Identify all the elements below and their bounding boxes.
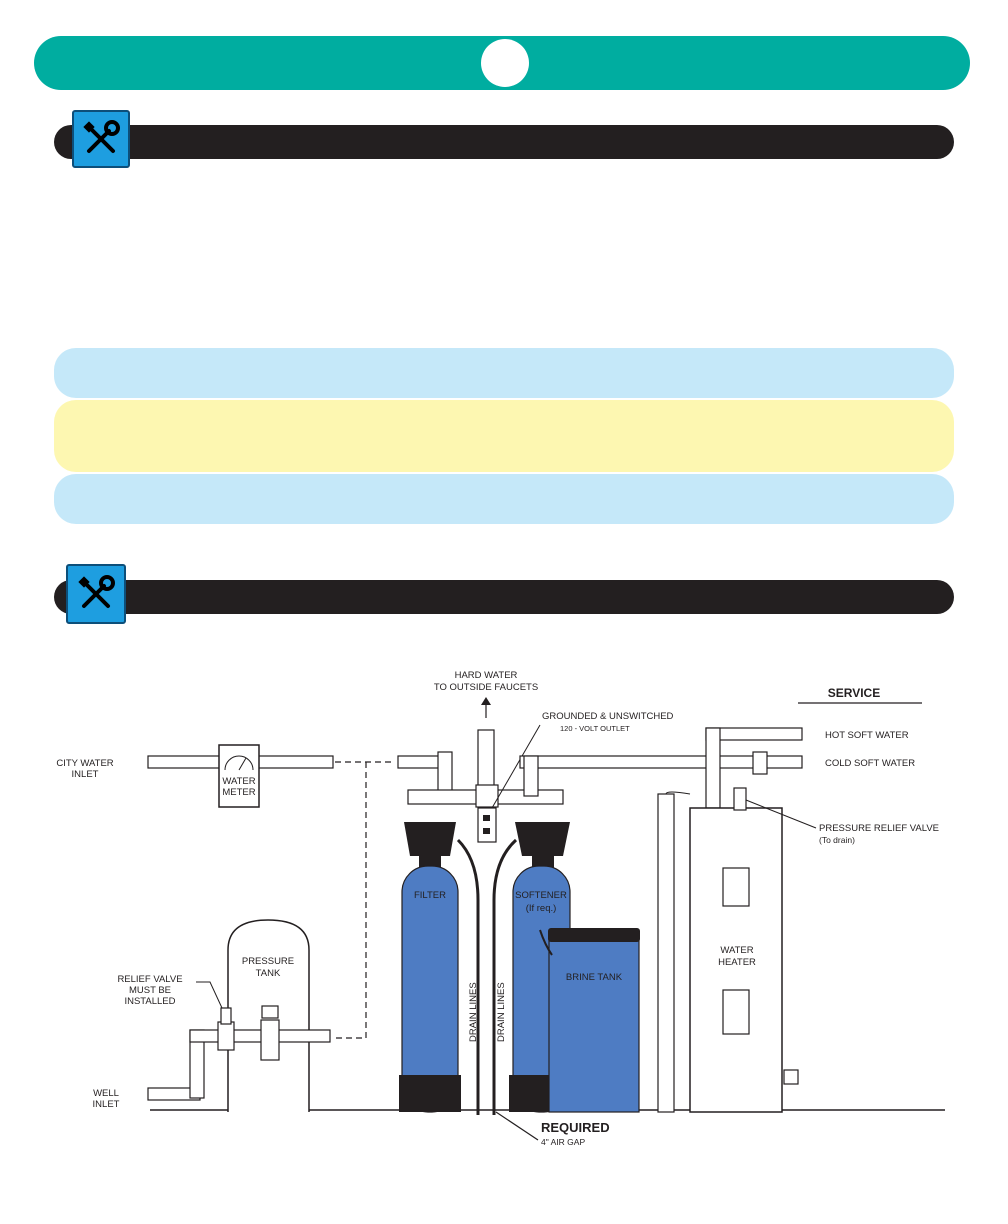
meter-label-1: WATER xyxy=(222,776,255,787)
outlet-label-2: 120 - VOLT OUTLET xyxy=(560,724,630,733)
hot-soft-water-label: HOT SOFT WATER xyxy=(825,730,909,741)
page-number-badge xyxy=(481,39,529,87)
relief-valve-label-2: (To drain) xyxy=(819,835,855,845)
air-gap-label: 4" AIR GAP xyxy=(541,1137,585,1147)
tools-icon xyxy=(66,564,126,624)
installation-diagram: WATER METER CITY WATER INLET HARD WATER … xyxy=(56,670,945,1147)
brine-tank-label: BRINE TANK xyxy=(566,972,623,983)
water-heater-label-2: HEATER xyxy=(718,957,756,968)
well-relief-label-3: INSTALLED xyxy=(124,996,175,1007)
hard-water-label-2: TO OUTSIDE FAUCETS xyxy=(434,682,538,693)
pressure-tank-label-1: PRESSURE xyxy=(242,956,294,967)
city-inlet-label-1: CITY WATER xyxy=(56,758,113,769)
drain-lines-label-1: DRAIN LINES xyxy=(468,982,479,1042)
tools-icon xyxy=(72,110,130,168)
softener-label-1: SOFTENER xyxy=(515,890,567,901)
well-relief-label-2: MUST BE xyxy=(129,985,171,996)
hard-water-label-1: HARD WATER xyxy=(455,670,518,681)
well-inlet-label-2: INLET xyxy=(93,1099,120,1110)
info-box-2 xyxy=(54,474,954,524)
outlet-label-1: GROUNDED & UNSWITCHED xyxy=(542,711,674,722)
drain-lines-label-2: DRAIN LINES xyxy=(496,982,507,1042)
softener-label-2: (If req.) xyxy=(526,903,557,914)
city-inlet-label-2: INLET xyxy=(72,769,99,780)
pressure-tank-label-2: TANK xyxy=(256,968,281,979)
well-inlet-label-1: WELL xyxy=(93,1088,119,1099)
info-box-1 xyxy=(54,348,954,398)
water-heater-label-1: WATER xyxy=(720,945,753,956)
required-label: REQUIRED xyxy=(541,1120,610,1135)
meter-label-2: METER xyxy=(222,787,255,798)
warning-box xyxy=(54,400,954,472)
cold-soft-water-label: COLD SOFT WATER xyxy=(825,758,915,769)
relief-valve-label-1: PRESSURE RELIEF VALVE xyxy=(819,823,939,834)
well-relief-label-1: RELIEF VALVE xyxy=(117,974,182,985)
service-label: SERVICE xyxy=(828,686,880,700)
section-header-bar xyxy=(54,125,954,159)
section-header-bar-2 xyxy=(54,580,954,614)
filter-label: FILTER xyxy=(414,890,446,901)
